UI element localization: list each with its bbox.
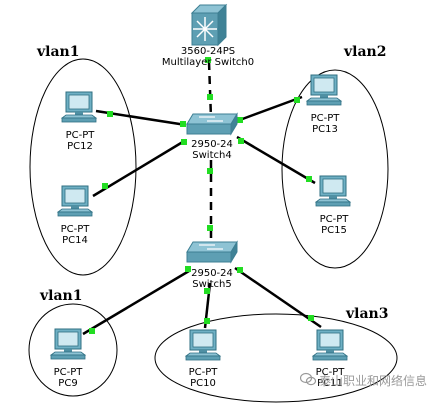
device-name: PC13 xyxy=(312,124,338,135)
device-model: 2950-24 xyxy=(191,139,233,150)
link-status-dots xyxy=(89,57,314,334)
link-switch5-pc11 xyxy=(234,266,322,329)
link-dot xyxy=(180,121,186,127)
link-ml-switch4 xyxy=(207,61,213,119)
pc15-icon[interactable] xyxy=(315,175,351,207)
device-model: PC-PT xyxy=(60,224,90,235)
device-model: PC-PT xyxy=(53,367,83,378)
ml-switch-label: 3560-24PS Multilayer Switch0 xyxy=(162,46,254,68)
device-name: Switch5 xyxy=(192,279,232,290)
vlan-group-2-ellipse xyxy=(281,69,389,269)
multilayer-switch-icon[interactable] xyxy=(190,3,228,47)
switch4-icon[interactable] xyxy=(186,112,238,136)
link-dot xyxy=(107,111,113,117)
vlan-label: vlan3 xyxy=(346,306,389,322)
device-name: PC15 xyxy=(321,225,347,236)
device-name: PC11 xyxy=(317,378,343,389)
link-dot xyxy=(89,328,95,334)
wechat-icon xyxy=(300,372,316,386)
pc10-icon[interactable] xyxy=(185,329,221,361)
device-model: 2950-24 xyxy=(191,268,233,279)
pc13-label: PC-PT PC13 xyxy=(311,113,340,135)
pc14-icon[interactable] xyxy=(57,185,93,217)
link-dot xyxy=(204,318,210,324)
device-name: PC14 xyxy=(62,235,88,246)
pc12-icon[interactable] xyxy=(61,91,97,123)
device-model: PC-PT xyxy=(315,367,345,378)
link-dot xyxy=(204,288,210,294)
pc9-label: PC-PT PC9 xyxy=(54,367,83,389)
switch4-label: 2950-24 Switch4 xyxy=(191,139,233,161)
link-dot xyxy=(185,266,191,272)
watermark-text: 泰山职业和网络信息 xyxy=(319,374,428,388)
link-switch4-pc14 xyxy=(92,138,187,198)
link-dot xyxy=(181,139,187,145)
link-dot xyxy=(205,57,211,63)
device-name: PC10 xyxy=(190,378,216,389)
pc11-icon[interactable] xyxy=(312,329,348,361)
link-dot xyxy=(207,94,213,100)
pc14-label: PC-PT PC14 xyxy=(61,224,90,246)
vlan-group-1-ellipse xyxy=(29,58,137,276)
link-switch4-pc13 xyxy=(236,95,303,123)
device-model: PC-PT xyxy=(188,367,218,378)
vlan-label: vlan1 xyxy=(37,44,80,60)
link-switch4-pc15 xyxy=(236,135,316,185)
pc10-label: PC-PT PC10 xyxy=(189,367,218,389)
links xyxy=(82,61,322,336)
pc15-label: PC-PT PC15 xyxy=(320,214,349,236)
link-dot xyxy=(294,97,300,103)
pc9-icon[interactable] xyxy=(50,328,86,360)
device-name: PC12 xyxy=(67,141,93,152)
pc13-icon[interactable] xyxy=(306,74,342,106)
device-name: Multilayer Switch0 xyxy=(161,57,255,68)
pc11-label: PC-PT PC11 xyxy=(316,367,345,389)
link-dot xyxy=(308,315,314,321)
link-dot xyxy=(238,138,244,144)
link-switch5-pc9 xyxy=(82,269,190,336)
vlan-group-3-ellipse xyxy=(28,303,118,397)
link-dot xyxy=(237,117,243,123)
link-dot xyxy=(207,225,213,231)
switch5-label: 2950-24 Switch5 xyxy=(191,268,233,290)
link-dot xyxy=(207,168,213,174)
link-dot xyxy=(306,176,312,182)
link-dot xyxy=(237,267,243,273)
device-model: PC-PT xyxy=(310,113,340,124)
device-model: 3560-24PS xyxy=(180,46,236,57)
vlan-group-4-ellipse xyxy=(154,313,398,403)
vlan-label: vlan2 xyxy=(344,44,387,60)
pc12-label: PC-PT PC12 xyxy=(66,130,95,152)
device-name: PC9 xyxy=(58,378,78,389)
vlan-label: vlan1 xyxy=(40,288,83,304)
device-name: Switch4 xyxy=(192,150,232,161)
device-model: PC-PT xyxy=(65,130,95,141)
device-model: PC-PT xyxy=(319,214,349,225)
switch5-icon[interactable] xyxy=(186,240,238,264)
link-dot xyxy=(102,183,108,189)
